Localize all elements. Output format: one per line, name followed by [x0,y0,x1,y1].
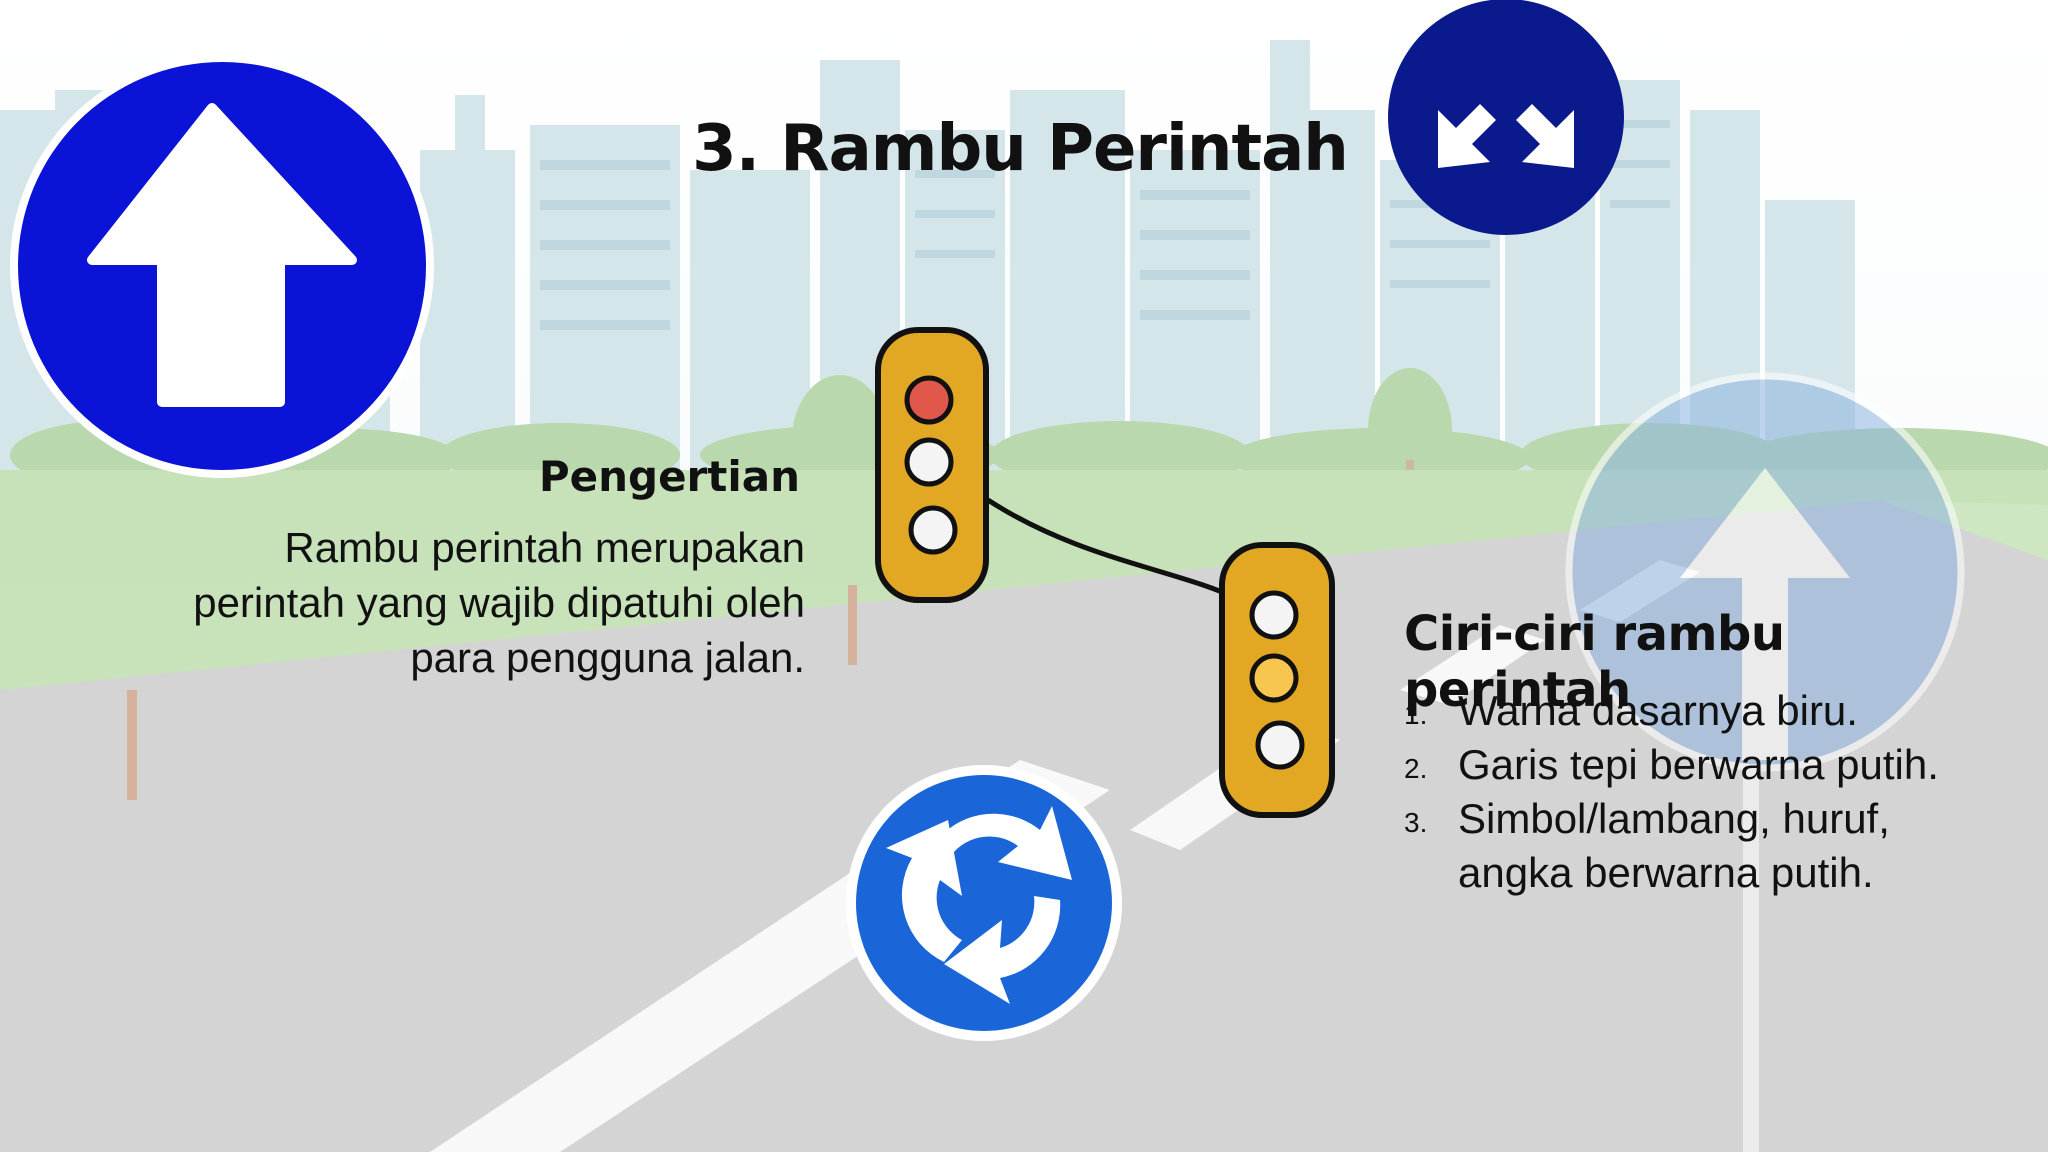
definition-text: Rambu perintah merupakan perintah yang w… [100,520,805,685]
roundabout-sign-icon [846,765,1122,1041]
traffic-light-icon [875,327,1335,818]
list-item-text: Warna dasarnya biru. [1458,687,1858,734]
features-list: 1. Warna dasarnya biru. 2. Garis tepi be… [1404,684,2024,900]
definition-line: perintah yang wajib dipatuhi oleh [193,579,805,626]
features-heading: Ciri-ciri rambu perintah [1404,606,1785,718]
list-item-text: Simbol/lambang, huruf, [1458,795,1890,842]
list-number: 1. [1404,699,1428,730]
list-number: 3. [1404,807,1428,838]
list-item: 2. Garis tepi berwarna putih. [1404,738,2024,792]
definition-line: para pengguna jalan. [410,634,805,681]
list-item-text: Garis tepi berwarna putih. [1458,741,1939,788]
slide-title: 3. Rambu Perintah [692,112,1349,186]
definition-heading: Pengertian [538,452,800,501]
list-item: 1. Warna dasarnya biru. [1404,684,2024,738]
definition-line: Rambu perintah merupakan [284,524,805,571]
background-sign [1565,372,1965,1152]
arrow-up-sign-icon [10,54,434,478]
list-item: 3. Simbol/lambang, huruf, angka berwarna… [1404,792,2024,900]
list-number: 2. [1404,753,1428,784]
list-item-text: angka berwarna putih. [1458,849,1874,896]
keep-left-or-right-sign-icon [1388,0,1624,235]
